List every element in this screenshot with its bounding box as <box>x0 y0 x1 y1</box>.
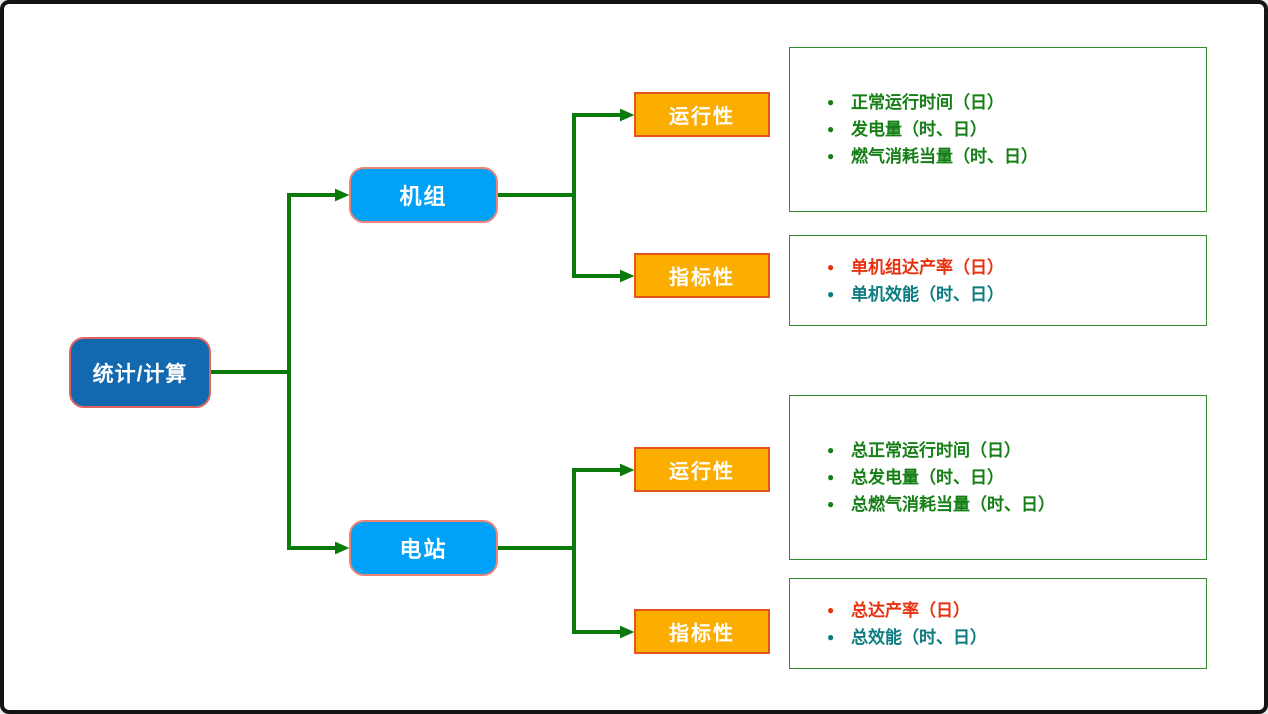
panel-station-indicator: 总达产率（日） 总效能（时、日） <box>789 578 1207 669</box>
panel-unit-indicator: 单机组达产率（日） 单机效能（时、日） <box>789 235 1207 326</box>
list-item: 单机组达产率（日） <box>827 254 1004 281</box>
node-unit: 机组 <box>349 167 498 223</box>
list-item: 总发电量（时、日） <box>827 464 1055 491</box>
category-station-indicator: 指标性 <box>634 609 770 654</box>
category-unit-operational: 运行性 <box>634 92 770 137</box>
node-root-statistics: 统计/计算 <box>69 337 211 408</box>
panel-station-operational: 总正常运行时间（日） 总发电量（时、日） 总燃气消耗当量（时、日） <box>789 395 1207 560</box>
list-item: 总效能（时、日） <box>827 624 987 651</box>
metric-list: 单机组达产率（日） 单机效能（时、日） <box>790 254 1010 308</box>
list-item: 正常运行时间（日） <box>827 89 1038 116</box>
list-item: 总达产率（日） <box>827 597 987 624</box>
list-item: 发电量（时、日） <box>827 116 1038 143</box>
metric-list: 总正常运行时间（日） 总发电量（时、日） 总燃气消耗当量（时、日） <box>790 437 1061 518</box>
metric-list: 正常运行时间（日） 发电量（时、日） 燃气消耗当量（时、日） <box>790 89 1044 170</box>
list-item: 总燃气消耗当量（时、日） <box>827 491 1055 518</box>
node-station: 电站 <box>349 520 498 576</box>
list-item: 燃气消耗当量（时、日） <box>827 143 1038 170</box>
list-item: 总正常运行时间（日） <box>827 437 1055 464</box>
category-station-operational: 运行性 <box>634 447 770 492</box>
list-item: 单机效能（时、日） <box>827 281 1004 308</box>
category-unit-indicator: 指标性 <box>634 253 770 298</box>
metric-list: 总达产率（日） 总效能（时、日） <box>790 597 993 651</box>
panel-unit-operational: 正常运行时间（日） 发电量（时、日） 燃气消耗当量（时、日） <box>789 47 1207 212</box>
